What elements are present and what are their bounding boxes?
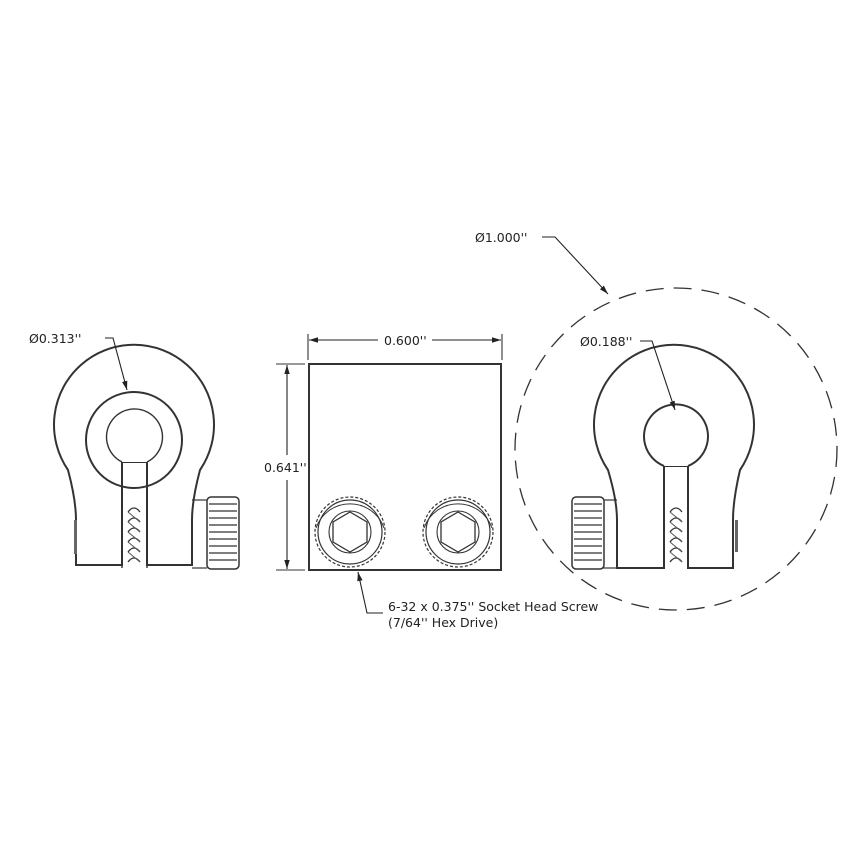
right-end-view: [514, 236, 838, 611]
screw-callout-line2: (7/64'' Hex Drive): [388, 615, 499, 630]
height-dimension: 0.641'': [264, 460, 307, 475]
left-end-view: [53, 337, 240, 570]
screw-callout-line1: 6-32 x 0.375'' Socket Head Screw: [388, 599, 599, 614]
left-bore-dimension: Ø0.313'': [29, 331, 82, 346]
side-view: [276, 334, 503, 614]
outer-diameter-dimension: Ø1.000'': [475, 230, 528, 245]
right-bore-dimension: Ø0.188'': [580, 334, 633, 349]
width-dimension: 0.600'': [384, 333, 427, 348]
